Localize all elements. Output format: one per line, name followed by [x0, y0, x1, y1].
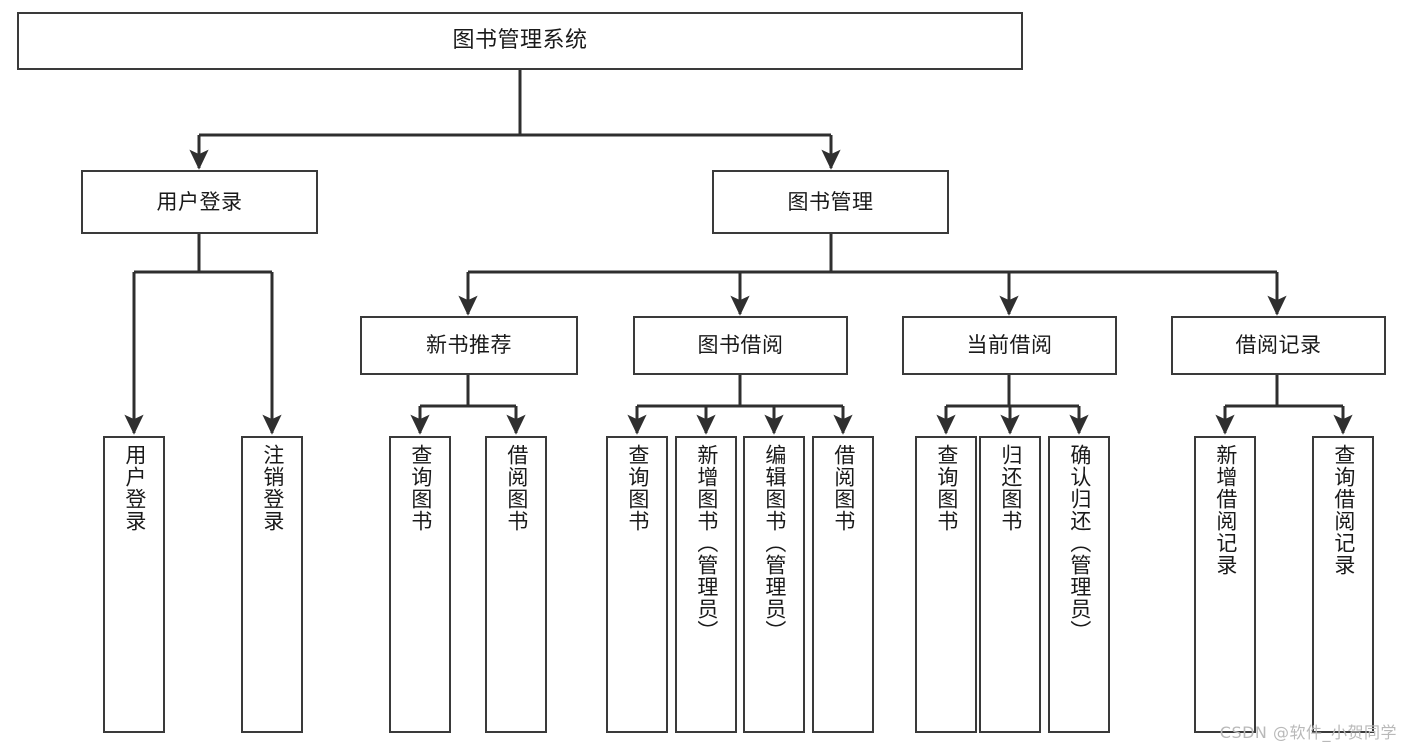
- leaf-query-book-borrowing[interactable]: 查询图书: [606, 436, 668, 733]
- node-label: 查询借阅记录: [1331, 444, 1356, 576]
- leaf-add-book-admin[interactable]: 新增图书（管理员）: [675, 436, 737, 733]
- node-new-book-recommendation[interactable]: 新书推荐: [360, 316, 578, 375]
- node-label: 新书推荐: [426, 333, 512, 358]
- node-label: 当前借阅: [966, 333, 1053, 358]
- leaf-logout[interactable]: 注销登录: [241, 436, 303, 733]
- node-label: 图书管理: [787, 189, 874, 214]
- leaf-add-borrow-record[interactable]: 新增借阅记录: [1194, 436, 1256, 733]
- node-user-login[interactable]: 用户登录: [81, 170, 318, 234]
- leaf-borrow-book-borrowing[interactable]: 借阅图书: [812, 436, 874, 733]
- leaf-return-book[interactable]: 归还图书: [979, 436, 1041, 733]
- leaf-user-login[interactable]: 用户登录: [103, 436, 165, 733]
- csdn-watermark: CSDN @软件_小贺同学: [1219, 723, 1397, 742]
- leaf-edit-book-admin[interactable]: 编辑图书（管理员）: [743, 436, 805, 733]
- node-label: 确认归还（管理员）: [1067, 444, 1092, 642]
- node-label: 注销登录: [260, 444, 285, 532]
- node-label: 用户登录: [122, 444, 147, 532]
- node-label: 借阅记录: [1235, 333, 1322, 358]
- node-root-book-management-system[interactable]: 图书管理系统: [17, 12, 1023, 70]
- node-label: 查询图书: [408, 444, 433, 532]
- leaf-query-book-new-recommendation[interactable]: 查询图书: [389, 436, 451, 733]
- node-label: 用户登录: [156, 189, 243, 214]
- node-label: 借阅图书: [831, 444, 856, 532]
- node-label: 新增图书（管理员）: [694, 444, 719, 642]
- leaf-query-borrow-record[interactable]: 查询借阅记录: [1312, 436, 1374, 733]
- node-label: 归还图书: [998, 444, 1023, 532]
- node-book-borrowing[interactable]: 图书借阅: [633, 316, 848, 375]
- node-label: 借阅图书: [504, 444, 529, 532]
- leaf-query-book-current[interactable]: 查询图书: [915, 436, 977, 733]
- node-label: 新增借阅记录: [1213, 444, 1238, 576]
- node-label: 编辑图书（管理员）: [762, 444, 787, 642]
- node-label: 查询图书: [625, 444, 650, 532]
- leaf-confirm-return-admin[interactable]: 确认归还（管理员）: [1048, 436, 1110, 733]
- node-label: 图书借阅: [697, 333, 784, 358]
- node-label: 图书管理系统: [452, 28, 588, 54]
- node-label: 查询图书: [934, 444, 959, 532]
- node-borrow-records[interactable]: 借阅记录: [1171, 316, 1386, 375]
- node-book-management[interactable]: 图书管理: [712, 170, 949, 234]
- node-current-borrowing[interactable]: 当前借阅: [902, 316, 1117, 375]
- leaf-borrow-book-new-recommendation[interactable]: 借阅图书: [485, 436, 547, 733]
